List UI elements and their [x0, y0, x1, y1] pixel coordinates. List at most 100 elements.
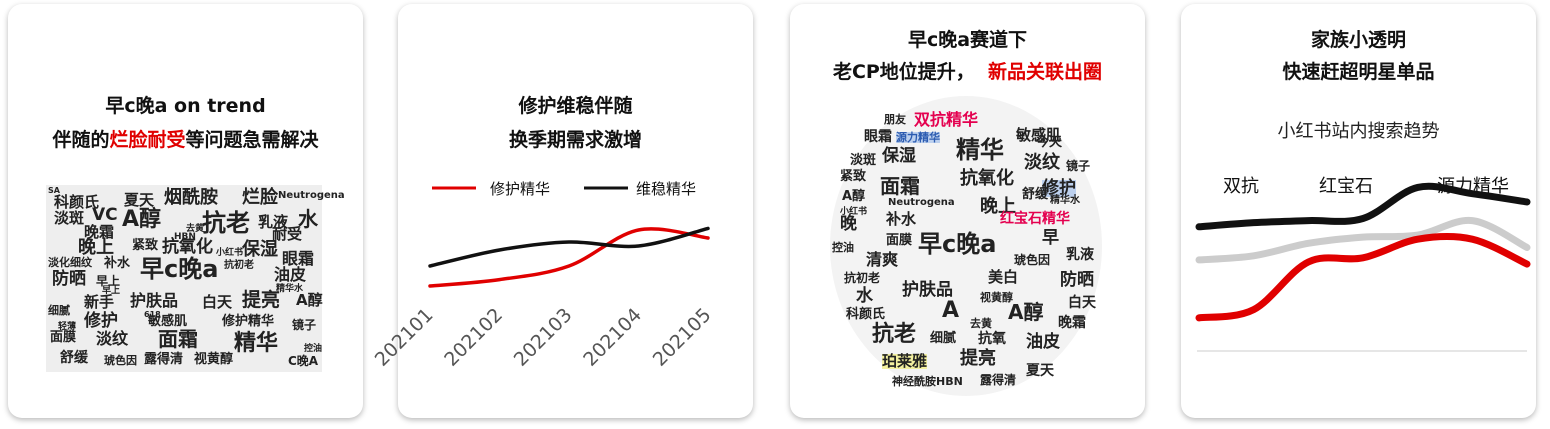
wc1-word: 早上	[102, 286, 121, 296]
x-tick-label: 202101	[371, 304, 438, 371]
legend-label-stable: 维稳精华	[636, 180, 696, 198]
wc1-word: HBN	[174, 232, 196, 242]
wc1-word: A醇	[122, 207, 162, 232]
wc2-word: 夏天	[1026, 363, 1054, 379]
wc2-word: 补水	[886, 210, 917, 228]
card2-title-line1: 修护维稳伴随	[518, 95, 633, 117]
x-tick-label: 202105	[649, 304, 716, 371]
wc2-word: 淡纹	[1024, 152, 1060, 173]
wc1-word: 精华	[234, 331, 279, 356]
wc2-word: 视黄醇	[980, 291, 1013, 304]
wc2-word: A醇	[1008, 300, 1044, 324]
wc1-word: 晚霜	[84, 223, 115, 241]
legend-label-shuangkang: 双抗	[1223, 176, 1259, 197]
wc1-word: 镜子	[292, 318, 317, 332]
wc1-word: VC	[92, 205, 118, 225]
wc2-word: 细腻	[930, 331, 957, 346]
wc1-word: 提亮	[242, 289, 281, 311]
wc2-word: 提亮	[960, 348, 996, 369]
wc1-word: 淡化细纹	[48, 256, 92, 269]
wc1-word: 修护精华	[222, 314, 275, 329]
word-cloud-2: 双抗精华 源力精华 敏感肌 精华 保湿 淡纹 眼霜 淡斑 镜子 今天 修护 面霜…	[830, 96, 1102, 396]
card2-title-line2: 换季期需求激增	[508, 129, 642, 151]
wc1-word: 细腻	[48, 304, 70, 317]
wc2-word: 小红书	[840, 207, 868, 217]
card1-line2-prefix: 伴随的	[52, 129, 110, 151]
wc2-word: 神经酰胺HBN	[892, 375, 963, 388]
wc2-word: Neutrogena	[888, 197, 955, 208]
series-line-1	[428, 226, 710, 268]
wc2-word: 今天	[1036, 135, 1063, 150]
wc2-word: A醇	[842, 189, 866, 204]
wc1-word: 晚上	[78, 237, 114, 258]
wc1-word: 去黄	[186, 224, 205, 234]
wc2-word: 源力精华	[896, 131, 940, 144]
wc2-word: 双抗精华	[914, 110, 979, 129]
card1-title-line1: 早c晚a on trend	[105, 95, 266, 117]
wc1-word: 乳液	[258, 213, 289, 231]
card3-title-line1: 早c晚a赛道下	[907, 29, 1028, 51]
wc1-word: 新手	[84, 293, 115, 311]
wc1-word: 烟酰胺	[164, 187, 218, 208]
wc1-word: 舒缓	[60, 350, 88, 366]
card3-title-line2: 老CP地位提升， 新品关联出圈	[790, 56, 1145, 88]
wc1-word: SA	[48, 186, 60, 195]
wc2-word: 美白	[988, 268, 1019, 286]
series-line-0	[1195, 182, 1531, 231]
wc1-word: 琥色因	[104, 354, 137, 367]
wc2-word: 修护	[1042, 178, 1076, 198]
word-cloud-1: SA 科颜氏 夏天 烟酰胺 烂脸 Neutrogena 淡斑 VC A醇 抗老 …	[46, 185, 345, 372]
wc1-word: 淡斑	[54, 209, 85, 227]
wc1-word: 精华水	[276, 284, 304, 294]
wc1-word: 抗老	[202, 209, 250, 237]
wc2-word: 清爽	[866, 250, 899, 269]
wc2-word: 抗氧	[978, 331, 1006, 347]
wc1-word: 夏天	[124, 191, 155, 209]
wc2-word: 露得清	[980, 373, 1017, 387]
wc2-word: 油皮	[1026, 332, 1060, 352]
x-tick-label: 202104	[579, 304, 646, 371]
x-tick-label: 202103	[510, 304, 577, 371]
wc2-word: 抗老	[872, 322, 917, 347]
wc1-word: Neutrogena	[278, 190, 345, 201]
wc2-word: 科颜氏	[846, 307, 886, 322]
wc2-word: 早c晚a	[918, 230, 997, 258]
series-line-2	[1195, 233, 1531, 322]
series-line-0	[428, 227, 710, 288]
wc2-word: 水	[856, 286, 873, 306]
wc1-word: C晚A	[288, 354, 319, 368]
wc2-word: 珀莱雅	[882, 352, 928, 370]
wc2-word: 精华水	[1050, 195, 1080, 206]
wc2-word: 早	[1042, 228, 1059, 248]
wc2-word: 敏感肌	[1016, 126, 1062, 144]
wc2-word: 面霜	[880, 174, 920, 198]
search-trend-line-chart	[1195, 182, 1531, 352]
card1-title-line2: 伴随的烂脸耐受等问题急需解决	[8, 124, 363, 156]
wc2-word: 抗氧化	[960, 168, 1014, 189]
wc2-word: 白天	[1068, 295, 1096, 311]
wc1-word: 抗氧化	[162, 237, 213, 257]
wc1-word: 水	[298, 207, 318, 231]
wc1-word: 618	[144, 310, 161, 319]
wc1-word: 烂脸	[242, 187, 278, 208]
wc2-word: A	[942, 298, 960, 323]
x-tick-label: 202102	[440, 304, 507, 371]
wc1-word: 面霜	[158, 327, 198, 351]
wc1-word: 油皮	[274, 265, 307, 284]
wc1-word: 保湿	[242, 239, 278, 260]
wc1-word: A醇	[296, 291, 323, 309]
card3-line2-prefix: 老CP地位提升，	[832, 61, 975, 83]
wc2-word: 镜子	[1066, 159, 1091, 173]
wc1-word: 防晒	[52, 269, 86, 289]
wc2-word: 舒缓	[1022, 187, 1049, 202]
card1-line2-suffix: 等问题急需解决	[185, 129, 319, 151]
wc1-word: 抗初老	[224, 260, 254, 271]
wc1-word: 科颜氏	[54, 193, 100, 211]
wc2-word: 控油	[832, 241, 854, 254]
wc2-word: 晚	[840, 214, 857, 234]
legend-label-repair: 修护精华	[490, 180, 550, 198]
wc2-word: 抗初老	[844, 271, 881, 285]
wc2-word: 眼霜	[864, 129, 892, 145]
